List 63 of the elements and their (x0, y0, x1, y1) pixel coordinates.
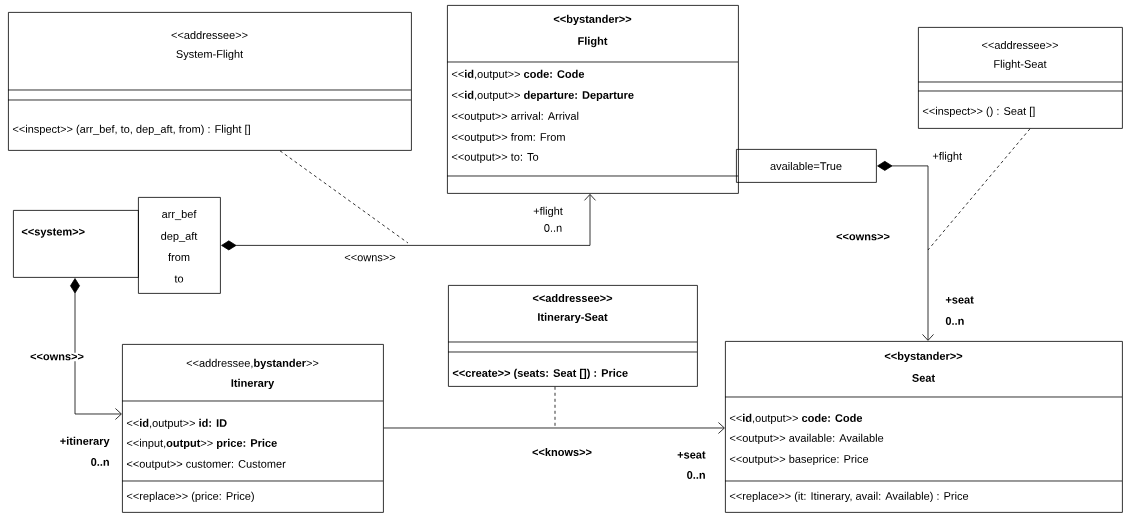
composition-arrow (877, 160, 934, 341)
class-box (446, 5, 739, 194)
stereotype-text: <<addressee>> (982, 40, 1058, 50)
multiplicity-label: 0..n (687, 471, 705, 479)
role-label: +itinerary (60, 436, 110, 448)
stereotype-text: <<addressee>> (171, 30, 248, 40)
association-line (927, 128, 1031, 251)
association-line (279, 150, 409, 244)
class-name: Itinerary (231, 378, 275, 390)
stereotype-text: <<bystander>> (884, 351, 963, 363)
stereotype-text: <<addressee>> (532, 293, 613, 303)
attribute-text: <<output>> to: To (451, 153, 539, 163)
association-arrow (383, 422, 725, 434)
attribute-text: <<output>> baseprice: Price (729, 454, 869, 466)
class-box (13, 210, 139, 278)
class-box (121, 344, 384, 513)
class-name: Flight-Seat (994, 59, 1047, 71)
role-label: +seat (945, 296, 974, 304)
edge-label: <<owns>> (29, 352, 85, 362)
multiplicity-label: 0..n (91, 458, 109, 466)
role-label: +flight (533, 206, 563, 218)
operation-text: <<inspect>> () : Seat [] (922, 106, 1035, 118)
edge-label: <<owns>> (835, 232, 891, 242)
class-name: Itinerary-Seat (538, 312, 608, 324)
class-name: Flight (578, 36, 608, 48)
composition-arrow (221, 194, 596, 251)
class-name: Seat (912, 374, 935, 382)
composition-arrow (70, 278, 122, 420)
attribute-text: <<output>> from: From (451, 132, 565, 144)
attribute-text: <<output>> arrival: Arrival (451, 111, 579, 123)
class-box (7, 12, 412, 151)
operation-text: <<replace>> (price: Price) (126, 491, 254, 503)
role-label: +flight (932, 151, 962, 163)
operation-text: <<create>> (seats: Seat []) : Price (452, 368, 628, 380)
multiplicity-label: 0..n (945, 317, 964, 325)
qualifier-text: arr_bef (162, 209, 197, 221)
attribute-text: <<input,output>> price: Price (126, 438, 277, 450)
edge-label: <<knows>> (531, 446, 593, 458)
class-box (447, 285, 698, 387)
class-box (724, 341, 1123, 513)
qualifier-text: from (168, 252, 190, 262)
qualifier-text: available=True (770, 161, 842, 171)
attribute-text: <<id,output>> departure: Departure (451, 90, 634, 102)
class-box (917, 27, 1123, 129)
multiplicity-label: 0..n (544, 224, 562, 232)
stereotype-text: <<addressee,bystander>> (186, 358, 319, 370)
class-box (138, 197, 221, 294)
class-box (736, 149, 877, 183)
stereotype-text: <<system>> (21, 228, 85, 238)
attribute-text: <<id,output>> id: ID (126, 418, 227, 430)
edge-label: <<owns>> (343, 253, 397, 263)
association-line (554, 386, 556, 429)
stereotype-text: <<bystander>> (553, 14, 632, 26)
attribute-text: <<id,output>> code: Code (729, 413, 863, 425)
operation-text: <<inspect>> (arr_bef, to, dep_aft, from) : Flight [] (12, 124, 250, 136)
role-label: +seat (677, 451, 706, 459)
attribute-text: <<output>> available: Available (729, 433, 884, 445)
class-name: System-Flight (176, 49, 244, 61)
qualifier-text: dep_aft (161, 231, 198, 243)
attribute-text: <<id,output>> code: Code (451, 69, 585, 81)
operation-text: <<replace>> (it: Itinerary, avail: Available) : Price (729, 491, 969, 503)
attribute-text: <<output>> customer: Customer (126, 460, 286, 470)
qualifier-text: to (174, 275, 184, 283)
